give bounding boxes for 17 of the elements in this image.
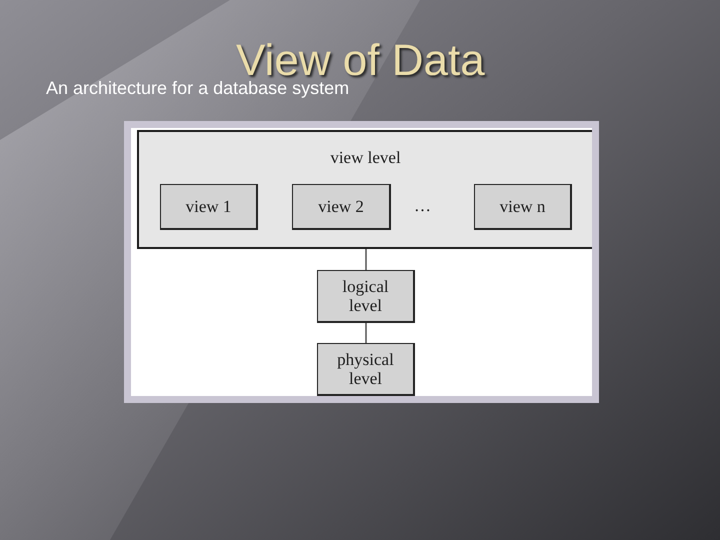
level-box	[474, 184, 572, 230]
band-label: view level	[329, 148, 402, 167]
level-band	[137, 130, 592, 249]
connector-line	[365, 249, 367, 270]
level-box	[317, 343, 415, 396]
ellipsis-label: …	[414, 196, 434, 215]
level-box	[160, 184, 258, 230]
box-label: view n	[498, 197, 546, 216]
level-box	[292, 184, 391, 230]
slide-title: View of Data	[236, 42, 485, 80]
connector-line	[365, 323, 367, 343]
box-label: view 2	[317, 197, 365, 216]
level-box	[317, 270, 415, 323]
subtitle: An architecture for a database system	[46, 80, 350, 96]
box-label: view 1	[184, 197, 232, 216]
box-label: physical level	[336, 350, 395, 388]
box-label: logical level	[341, 277, 390, 315]
